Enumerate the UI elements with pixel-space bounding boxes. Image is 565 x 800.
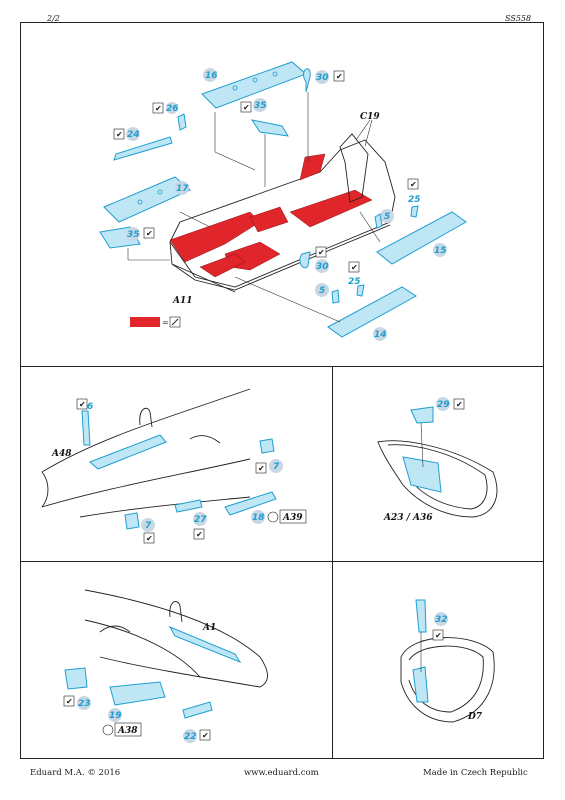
pe-part-29 (410, 406, 434, 424)
instruction-frame (20, 22, 544, 759)
pe-part-30a (303, 68, 311, 93)
remove-icon-2 (102, 724, 114, 736)
label-a11: A11 (172, 296, 193, 306)
pe-part-23 (64, 667, 88, 690)
part-label-32: 32 (435, 615, 448, 625)
svg-text:✔: ✔ (336, 72, 343, 81)
part-label-25a: 25 (408, 195, 421, 205)
part-label-14: 14 (374, 330, 387, 340)
part-label-35b: 35 (127, 230, 140, 240)
part-label-24: 24 (127, 130, 140, 140)
panel-fuselage-left: ✔ 6 ✔ 7 27 ✔ 7 ✔ 18 A39 A48 (20, 367, 333, 562)
pe-part-7a (259, 438, 275, 454)
part-label-29: 29 (437, 400, 450, 410)
svg-text:✔: ✔ (351, 263, 358, 272)
pe-part-24 (113, 136, 173, 161)
remove-icon (267, 511, 279, 523)
cockpit-tub-drawing: 16 30 ✔ ✔ 26 ✔ 35 ✔ 24 17 35 ✔ 5 ✔ 25 (99, 61, 467, 341)
footer-url[interactable]: www.eduard.com (244, 768, 319, 778)
label-d7: D7 (467, 712, 483, 722)
red-floor-front (199, 253, 246, 278)
fuselage-right-drawing: A1 ✔ 23 19 A38 22 ✔ (63, 589, 268, 743)
part-label-5a: 5 (384, 212, 390, 222)
part-label-35a: 35 (254, 101, 267, 111)
svg-text:✔: ✔ (243, 103, 250, 112)
pe-part-18 (224, 491, 277, 516)
pe-part-26 (177, 113, 187, 131)
paint-legend-equals: = (162, 318, 169, 327)
pe-part-22 (182, 701, 213, 719)
pe-part-35a (250, 119, 289, 137)
red-floor-left (169, 211, 261, 263)
part-label-19: 19 (109, 711, 122, 721)
page-number: 2/2 (47, 14, 60, 23)
part-label-30b: 30 (316, 262, 329, 272)
pe-part-19 (109, 681, 166, 706)
svg-text:✔: ✔ (410, 180, 417, 189)
product-code: SS558 (505, 14, 532, 23)
pe-part-7b (124, 512, 140, 530)
pe-part-15 (376, 211, 467, 265)
pe-part-17 (103, 176, 191, 223)
paint-legend-swatch (130, 317, 160, 327)
c19-bar (339, 133, 369, 203)
part-label-7b: 7 (145, 521, 152, 531)
pe-part-32 (415, 599, 427, 633)
label-c19: C19 (360, 112, 380, 122)
part-label-15: 15 (434, 246, 447, 256)
part-circle-16 (203, 68, 217, 82)
part-label-30a: 30 (316, 73, 329, 83)
label-a1: A1 (202, 623, 216, 633)
fuselage-left-drawing: ✔ 6 ✔ 7 27 ✔ 7 ✔ 18 A39 A48 (41, 388, 307, 544)
pe-side-panel (89, 434, 167, 470)
pe-part-14 (327, 286, 417, 338)
panel-canopy-bottom: 32 ✔ D7 (333, 562, 544, 759)
svg-text:✔: ✔ (66, 697, 73, 706)
panel-fuselage-right: A1 ✔ 23 19 A38 22 ✔ (20, 562, 333, 759)
part-label-18: 18 (252, 513, 265, 523)
part-label-16: 16 (205, 71, 218, 81)
svg-text:✔: ✔ (435, 631, 442, 640)
check-box (333, 70, 345, 82)
pe-canopy-bottom-panel (412, 666, 429, 703)
label-a48: A48 (51, 449, 72, 459)
pe-part-30b (299, 251, 311, 269)
part-label-17: 17 (176, 184, 189, 194)
part-label-26: 26 (166, 104, 179, 114)
svg-text:✔: ✔ (202, 731, 209, 740)
label-a39: A39 (282, 513, 303, 523)
part-label-23: 23 (78, 699, 91, 709)
pe-canopy-panel (402, 456, 442, 493)
part-circle-30a (315, 70, 329, 84)
part-label-25b: 25 (348, 277, 361, 287)
pe-side-panel-r (168, 625, 242, 664)
svg-text:✔: ✔ (196, 530, 203, 539)
svg-text:✔: ✔ (146, 534, 153, 543)
red-floor-right (289, 189, 373, 228)
part-label-27: 27 (194, 515, 207, 525)
footer-origin: Made in Czech Republic (423, 768, 528, 778)
svg-text:✔: ✔ (155, 104, 162, 113)
svg-text:✔: ✔ (258, 464, 265, 473)
red-floor-rear (299, 153, 326, 181)
part-label-6: 6 (87, 402, 93, 412)
label-a23-a36: A23 / A36 (383, 513, 433, 523)
label-a38: A38 (117, 726, 138, 736)
svg-text:✔: ✔ (79, 400, 86, 409)
pe-part-27 (174, 499, 203, 513)
svg-text:✔: ✔ (146, 229, 153, 238)
svg-text:✔: ✔ (318, 248, 325, 257)
red-floor-mid (249, 206, 289, 233)
pe-part-6 (81, 410, 91, 446)
canopy-top-drawing: 29 ✔ A23 / A36 (377, 397, 498, 523)
part-label-5b: 5 (319, 286, 325, 296)
panel-canopy-top: 29 ✔ A23 / A36 (333, 367, 544, 562)
svg-text:✔: ✔ (116, 130, 123, 139)
panel-cockpit-tub: 16 30 ✔ ✔ 26 ✔ 35 ✔ 24 17 35 ✔ 5 ✔ 25 (20, 22, 544, 367)
canopy-bottom-drawing: 32 ✔ D7 (400, 599, 495, 723)
footer-copyright: Eduard M.A. © 2016 (30, 768, 121, 778)
part-label-22: 22 (184, 732, 197, 742)
part-label-7a: 7 (273, 462, 280, 472)
svg-text:✔: ✔ (456, 400, 463, 409)
